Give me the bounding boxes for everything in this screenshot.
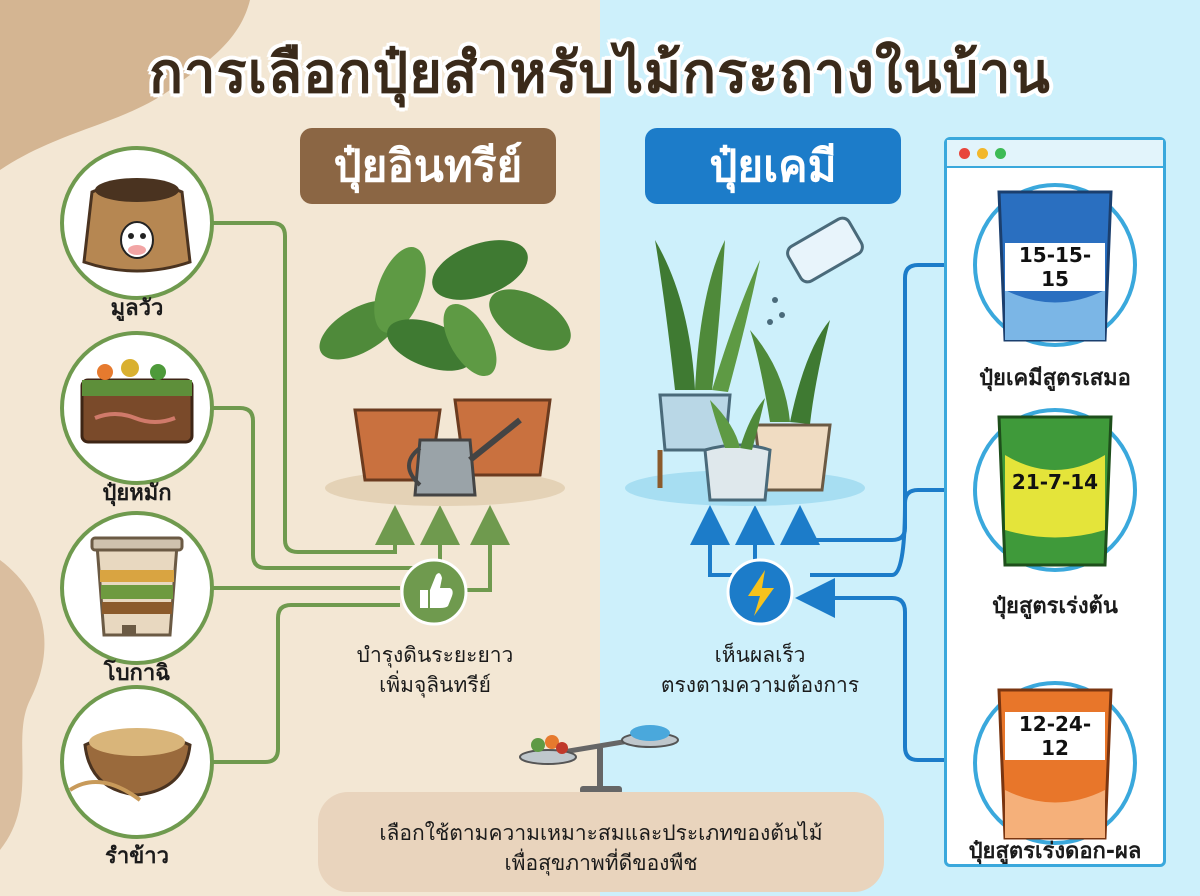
bokashi-bucket-icon	[90, 536, 184, 637]
lightning-icon	[726, 558, 794, 626]
chemical-benefit-line1: เห็นผลเร็ว	[714, 643, 806, 667]
organic-benefit-line1: บำรุงดินระยะยาว	[356, 643, 514, 667]
chemical-products-window: 15-15-15 ปุ๋ยเคมีสูตรเสมอ 21-7-14 ปุ๋ยสู…	[944, 137, 1166, 867]
footer-line2: เพื่อสุขภาพที่ดีของพืช	[504, 851, 698, 875]
product-name-2: ปุ๋ยสูตรเร่งต้น	[992, 594, 1118, 619]
organic-connectors	[212, 221, 510, 764]
footer-box	[318, 792, 884, 892]
organic-item-bokashi: โบกาฉิ	[103, 661, 171, 686]
balance-scale-icon	[519, 725, 679, 794]
rice-bran-icon	[68, 728, 192, 802]
chemical-plants-illustration	[625, 240, 865, 506]
compost-icon	[80, 359, 194, 444]
footer-text: เลือกใช้ตามความเหมาะสมและประเภทของต้นไม้…	[318, 818, 884, 878]
fertilizer-shaker-icon	[767, 216, 864, 325]
product-name-3: ปุ๋ยสูตรเร่งดอก-ผล	[968, 839, 1142, 864]
window-title-bar	[947, 140, 1163, 168]
chemical-benefit-line2: ตรงตามความต้องการ	[660, 673, 860, 697]
window-minimize-dot	[977, 148, 988, 159]
product-formula-3: 12-24-12	[1005, 712, 1105, 760]
chemical-connectors	[690, 263, 944, 762]
window-close-dot	[959, 148, 970, 159]
page-title: การเลือกปุ๋ยสำหรับไม้กระถางในบ้าน	[149, 41, 1051, 106]
chemical-banner: ปุ๋ยเคมี	[645, 128, 901, 204]
organic-banner: ปุ๋ยอินทรีย์	[300, 128, 556, 204]
window-maximize-dot	[995, 148, 1006, 159]
organic-item-rice-bran: รำข้าว	[105, 844, 169, 869]
organic-benefit-line2: เพิ่มจุลินทรีย์	[379, 673, 491, 697]
product-name-1: ปุ๋ยเคมีสูตรเสมอ	[979, 366, 1131, 391]
chemical-benefit: เห็นผลเร็ว ตรงตามความต้องการ	[630, 640, 890, 700]
thumbs-up-icon	[400, 558, 468, 626]
watering-can-icon	[407, 417, 522, 497]
torn-paper-decoration	[0, 0, 250, 850]
footer-line1: เลือกใช้ตามความเหมาะสมและประเภทของต้นไม้	[379, 821, 823, 845]
cow-manure-icon	[82, 178, 192, 273]
organic-item-compost: ปุ๋ยหมัก	[102, 481, 172, 506]
product-formula-1: 15-15-15	[1005, 243, 1105, 291]
organic-item-cow-manure: มูลวัว	[110, 296, 164, 321]
product-formula-2: 21-7-14	[1005, 470, 1105, 494]
organic-benefit: บำรุงดินระยะยาว เพิ่มจุลินทรีย์	[320, 640, 550, 700]
